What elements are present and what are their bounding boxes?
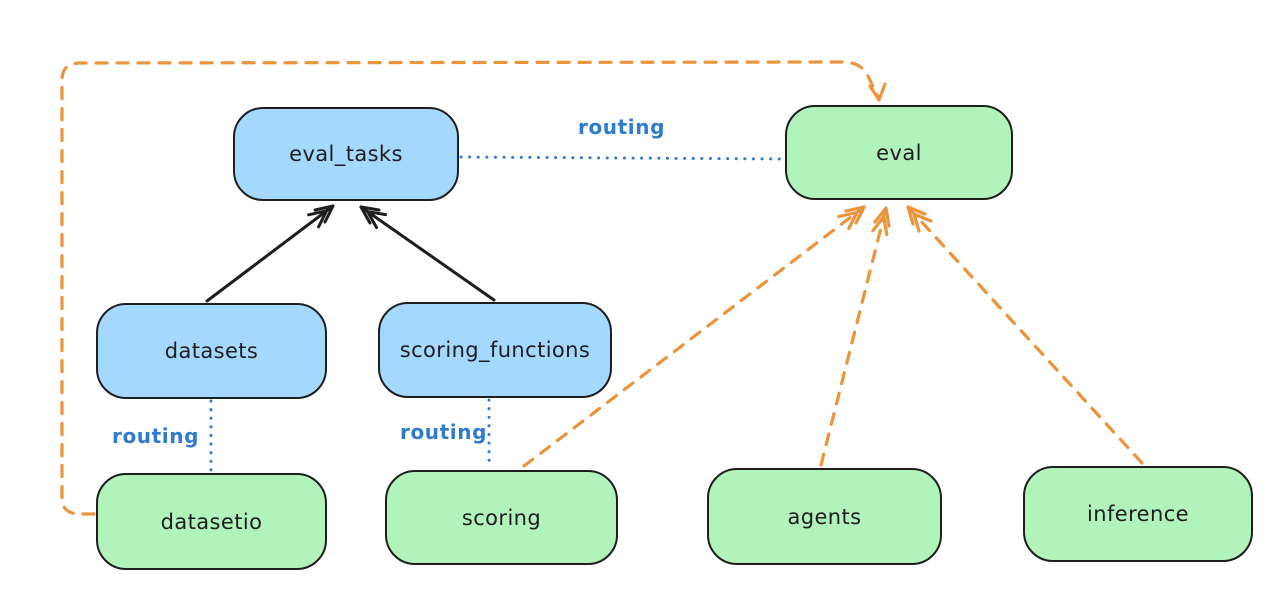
edge-scoring-functions-to-eval-tasks xyxy=(359,205,496,302)
arrowhead xyxy=(307,209,329,229)
node-label: eval_tasks xyxy=(289,142,403,166)
node-scoring: scoring xyxy=(385,470,618,565)
routing-label-datasets-datasetio: routing xyxy=(112,424,200,448)
node-agents: agents xyxy=(707,468,942,565)
arrowhead xyxy=(844,205,866,225)
edge-line xyxy=(819,206,888,467)
node-eval-tasks: eval_tasks xyxy=(233,107,459,201)
node-label: scoring_functions xyxy=(399,338,591,362)
arrowhead xyxy=(366,210,388,230)
node-scoring-functions: scoring_functions xyxy=(378,302,612,398)
arrowhead xyxy=(359,205,381,225)
arrowhead xyxy=(906,205,927,226)
node-label: datasetio xyxy=(160,509,263,534)
edge-line xyxy=(359,205,496,302)
node-inference: inference xyxy=(1023,466,1253,562)
arrowhead xyxy=(868,82,887,102)
node-label: inference xyxy=(1087,502,1189,526)
node-eval: eval xyxy=(785,105,1013,200)
edge-line xyxy=(60,60,880,516)
routing-label-scoring-functions-scoring: routing xyxy=(400,420,488,444)
edge-datasets-to-eval-tasks xyxy=(205,204,335,303)
arrowhead xyxy=(837,210,859,231)
routing-label-eval-tasks-eval: routing xyxy=(578,115,666,139)
edge-line xyxy=(522,205,866,468)
edge-scoring-to-eval xyxy=(522,205,866,468)
edge-inference-to-eval xyxy=(906,205,1144,465)
edge-routing-eval-tasks-eval xyxy=(459,155,785,161)
edge-line xyxy=(906,205,1144,465)
node-label: eval xyxy=(876,140,922,165)
edge-agents-to-eval xyxy=(819,206,891,467)
node-datasets: datasets xyxy=(96,303,327,399)
node-label: scoring xyxy=(461,505,542,530)
arrowhead xyxy=(873,206,891,228)
edge-line xyxy=(459,155,785,161)
edge-line xyxy=(205,204,335,303)
arrowhead xyxy=(871,215,889,237)
arrowhead xyxy=(912,212,933,233)
edge-datasetio-to-eval xyxy=(60,60,887,516)
node-label: datasets xyxy=(164,339,259,363)
node-label: agents xyxy=(787,504,862,529)
node-datasetio: datasetio xyxy=(96,473,327,570)
arrowhead xyxy=(313,204,335,224)
